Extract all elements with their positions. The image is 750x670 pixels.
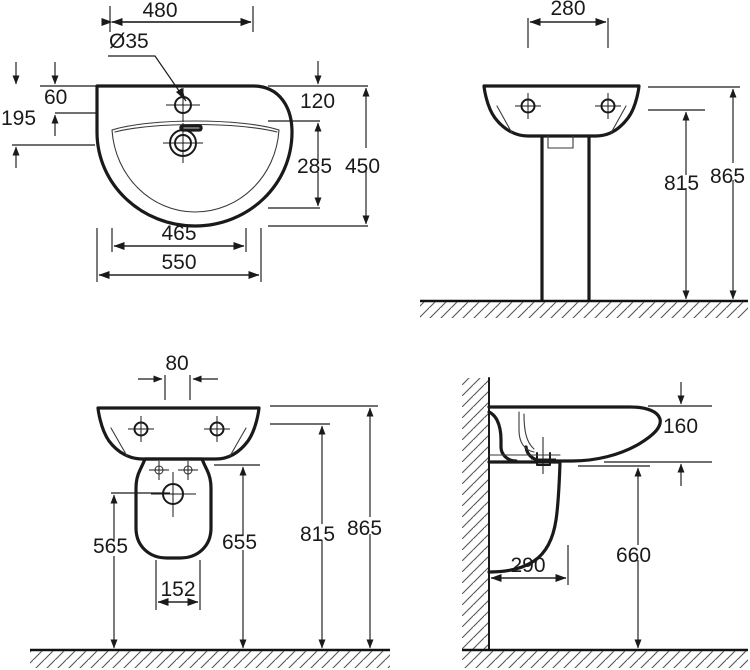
dim-285-label: 285 — [297, 155, 332, 178]
basin-front-outline — [482, 84, 641, 138]
tap-hole-leader — [108, 55, 187, 102]
basin-underside-left-2 — [110, 427, 128, 457]
wall-hatch — [462, 378, 488, 650]
semi-pedestal-hole-right-crosshair — [178, 461, 198, 480]
dim-160-label: 160 — [663, 415, 698, 438]
basin-outline-plan — [95, 84, 294, 228]
fixing-hole-left-crosshair — [515, 93, 541, 119]
bowl-inner-side — [518, 411, 535, 453]
view-front-pedestal: 280 815 865 — [420, 0, 748, 318]
bowl-inner-side-2 — [523, 413, 535, 450]
fixing-hole-right-2-crosshair — [204, 416, 230, 442]
basin-underside-right — [610, 105, 627, 134]
dim-152-label: 152 — [160, 578, 195, 601]
dim-280-label: 280 — [550, 0, 585, 20]
waste-boss-front — [547, 135, 574, 149]
dim-815-label: 815 — [664, 172, 699, 195]
semi-pedestal-side — [487, 460, 562, 574]
floor-hatch-side — [462, 651, 748, 668]
fixing-hole-left-2-crosshair — [128, 416, 154, 442]
overflow-slot — [179, 124, 203, 132]
dim-865-label-2: 865 — [347, 517, 382, 540]
dim-865-label: 865 — [710, 165, 745, 188]
bowl-inner-outline — [111, 120, 280, 213]
basin-front-outline-2 — [96, 406, 261, 461]
semi-pedestal-hole-left-crosshair — [149, 461, 169, 480]
dim-655-label: 655 — [222, 531, 257, 554]
basin-side-profile — [487, 405, 662, 463]
dim-195-label: 195 — [1, 107, 36, 130]
floor-hatch-semi — [30, 651, 390, 668]
waste-crosshair — [163, 123, 203, 163]
dim-tap-hole-label: Ø35 — [109, 30, 149, 53]
dim-565-label: 565 — [93, 535, 128, 558]
basin-side-rear-wall — [487, 410, 518, 463]
view-side-elevation: 160 290 660 — [462, 377, 748, 668]
tap-hole-leader-arrow — [176, 88, 186, 101]
view-front-semi-pedestal: 80 152 565 655 815 865 — [30, 352, 390, 668]
dim-815-label-2: 815 — [300, 523, 335, 546]
dim-465-label: 465 — [161, 222, 196, 245]
semi-pedestal-outline — [134, 457, 213, 560]
view-plan: Ø35 480 60 195 120 285 450 — [1, 0, 380, 282]
floor-hatch-pedestal — [420, 302, 748, 318]
dim-660-label: 660 — [616, 544, 651, 567]
fixing-hole-right-crosshair — [595, 93, 621, 119]
waste-marker-semi-crosshair — [151, 472, 196, 517]
dim-120-label: 120 — [300, 90, 335, 113]
dim-290-label: 290 — [510, 554, 545, 577]
dim-480-label: 480 — [142, 0, 177, 22]
dim-550-label: 550 — [161, 251, 196, 274]
basin-underside-left — [496, 105, 513, 134]
dim-60-label: 60 — [44, 86, 67, 109]
dim-80-label: 80 — [165, 352, 188, 375]
dim-450-label: 450 — [345, 155, 380, 178]
pedestal-column — [540, 134, 591, 302]
basin-underside-right-2 — [229, 427, 247, 457]
